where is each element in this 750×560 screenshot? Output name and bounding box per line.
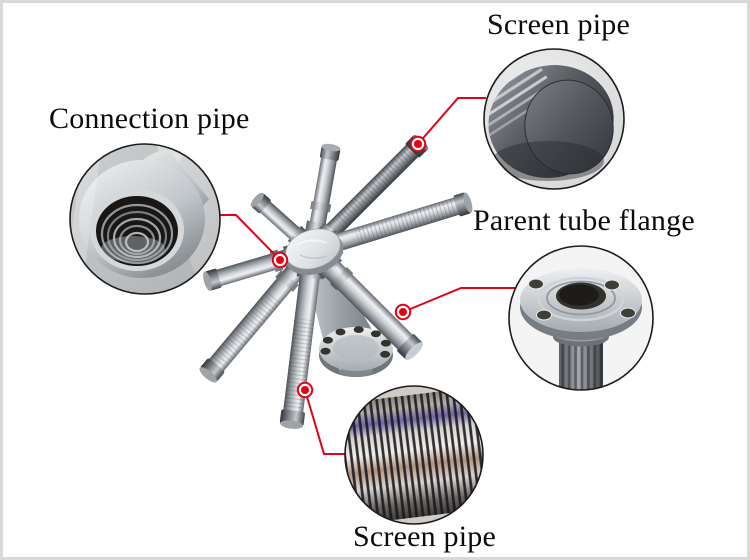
hub-dome [284,228,344,276]
hub-lateral-assembly-photo [199,135,473,429]
screen-pipe-surface-detail-circle [344,385,484,525]
callout-lines [219,97,515,455]
callout-dots [271,135,427,399]
lateral-pipe-down [279,260,324,429]
parent-tube-flange-detail-circle [508,245,654,391]
label-screen-pipe-bottom: Screen pipe [353,520,496,553]
label-screen-pipe-top: Screen pipe [487,8,630,41]
leader-screen-pipe-bottom [304,389,346,455]
parent-tube-body [302,257,393,377]
label-parent-tube-flange: Parent tube flange [473,204,695,237]
callout-dot [394,303,412,321]
callout-dot [271,251,289,269]
diagram-artwork [69,48,654,525]
callout-dot [296,381,314,399]
internal-threads [100,203,174,265]
label-connection-pipe: Connection pipe [49,102,250,135]
leader-connection-pipe [219,214,281,261]
lateral-pipe-right [322,192,473,257]
flange-bolt-holes [320,326,391,358]
leader-screen-pipe-top [417,97,486,145]
callout-dot [409,135,427,153]
screen-pipe-end-detail-circle [483,48,625,190]
connection-pipe-detail-circle [69,143,221,295]
flange-detail-bolt-holes [528,278,636,321]
leader-parent-tube-flange [402,287,515,313]
